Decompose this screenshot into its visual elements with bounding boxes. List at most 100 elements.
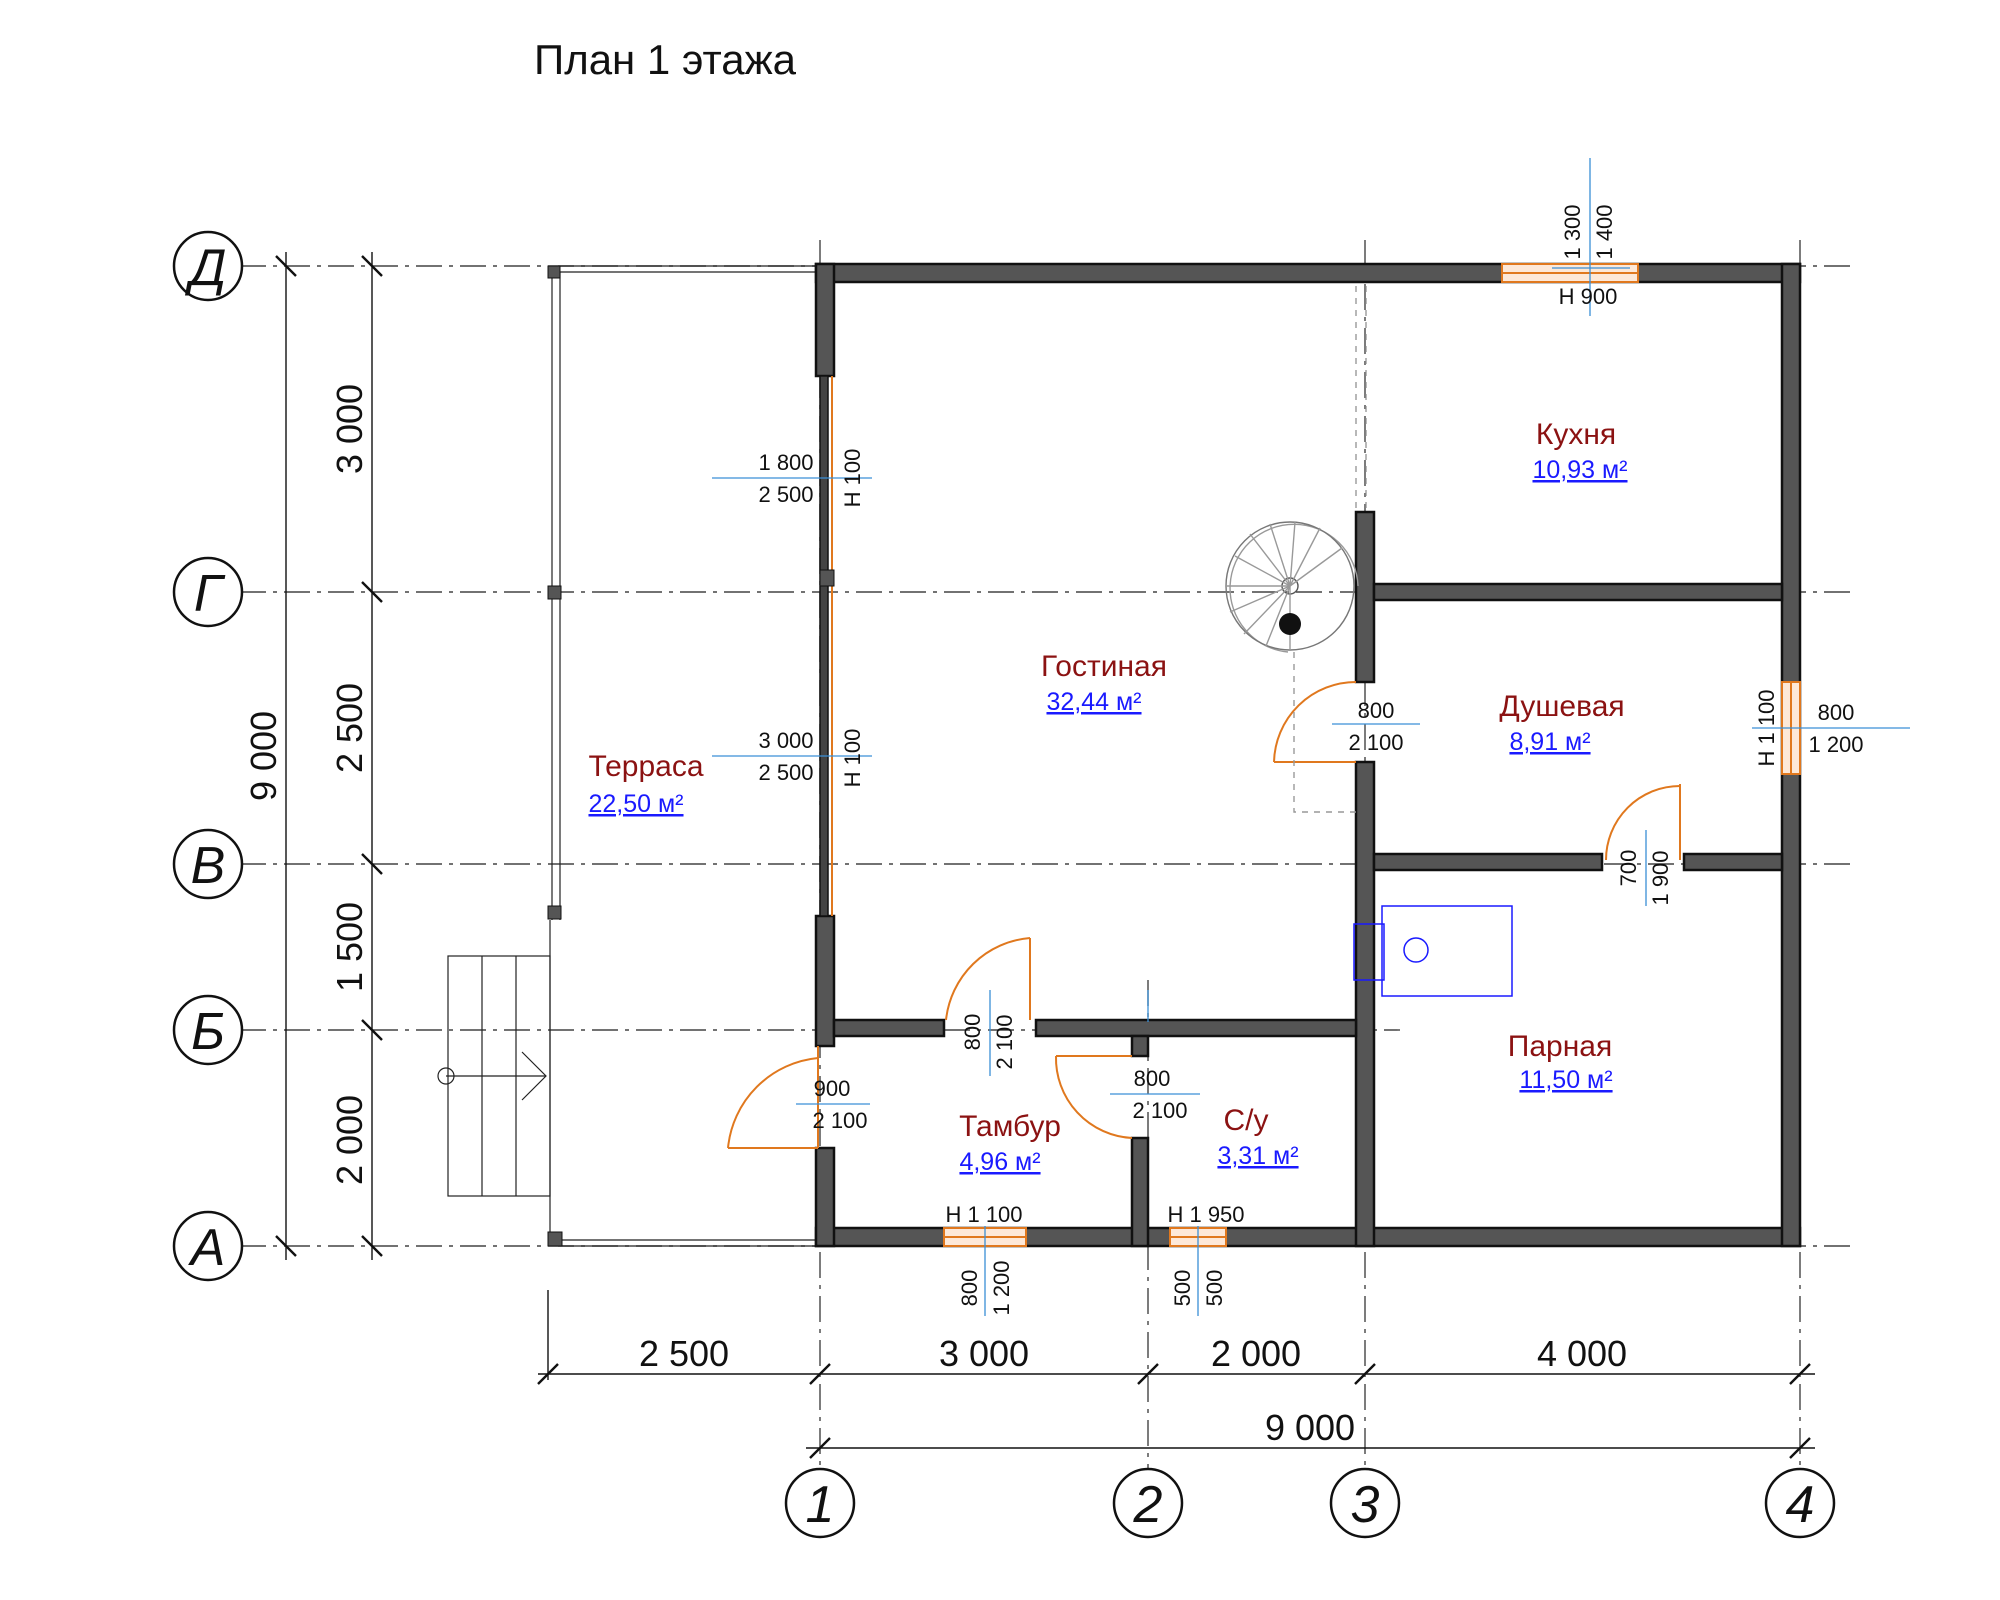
axis-marker-3: 3: [1329, 1467, 1401, 1539]
room-area: 8,91 м²: [1509, 728, 1590, 756]
door-entry: [727, 1046, 819, 1149]
room-name: С/у: [1224, 1104, 1269, 1137]
room-area: 3,31 м²: [1217, 1142, 1298, 1170]
room-name: Парная: [1508, 1030, 1612, 1063]
dim-left-total: 9 000: [243, 711, 284, 801]
axis-marker-4: 4: [1764, 1467, 1836, 1539]
annot-glass-top: 1 800 2 500 Н 100: [712, 449, 872, 507]
svg-text:800: 800: [1134, 1066, 1171, 1091]
svg-text:Г: Г: [194, 565, 226, 623]
terrace-outline: [437, 265, 820, 1247]
bottom-dimensions: 2 500 3 000 2 000 4 000 9 000: [537, 1290, 1815, 1459]
svg-text:3 000: 3 000: [758, 728, 813, 753]
svg-text:500: 500: [1170, 1270, 1195, 1307]
svg-text:800: 800: [957, 1270, 982, 1307]
svg-text:1: 1: [806, 1476, 835, 1534]
svg-text:Б: Б: [191, 1003, 225, 1061]
axis-marker-Б: Б: [172, 994, 244, 1066]
room-terrace: Терраса 22,50 м²: [588, 750, 703, 818]
axis-marker-В: В: [172, 828, 244, 900]
room-wc: С/у 3,31 м²: [1217, 1104, 1298, 1170]
annot-door-entry: 900 2 100: [796, 1076, 870, 1133]
svg-text:2 500: 2 500: [758, 482, 813, 507]
room-name: Терраса: [588, 750, 703, 783]
svg-text:Н 1 100: Н 1 100: [945, 1202, 1022, 1227]
left-dimensions: 3 000 2 500 1 500 2 000 9 000: [243, 252, 383, 1260]
svg-text:Н 100: Н 100: [840, 729, 865, 788]
annot-window-tambur: Н 1 100 800 1 200: [945, 1202, 1023, 1316]
exterior-walls: [814, 262, 1802, 1248]
room-steam: Парная 11,50 м²: [1508, 1030, 1613, 1094]
svg-text:3: 3: [1351, 1476, 1380, 1534]
svg-text:900: 900: [814, 1076, 851, 1101]
svg-text:Н 900: Н 900: [1559, 284, 1618, 309]
room-shower: Душевая 8,91 м²: [1499, 690, 1624, 756]
svg-text:500: 500: [1202, 1270, 1227, 1307]
svg-text:2 500: 2 500: [758, 760, 813, 785]
svg-text:Д: Д: [185, 239, 227, 297]
room-area: 10,93 м²: [1532, 456, 1627, 484]
svg-text:4: 4: [1786, 1476, 1815, 1534]
room-name: Душевая: [1499, 690, 1624, 723]
svg-text:2 100: 2 100: [812, 1108, 867, 1133]
svg-text:800: 800: [960, 1014, 985, 1051]
svg-text:2 100: 2 100: [1348, 730, 1403, 755]
annot-door-living-shower: 800 2 100: [1332, 698, 1420, 755]
svg-text:1 300: 1 300: [1560, 204, 1585, 259]
svg-text:700: 700: [1616, 850, 1641, 887]
svg-text:800: 800: [1818, 700, 1855, 725]
window-kitchen: [1501, 263, 1639, 283]
sauna-stove: [1353, 905, 1513, 997]
room-tambur: Тамбур 4,96 м²: [959, 1110, 1061, 1176]
dim-left-4: 2 000: [329, 1095, 370, 1185]
svg-text:Н 1 100: Н 1 100: [1754, 689, 1779, 766]
svg-text:Н 1 950: Н 1 950: [1167, 1202, 1244, 1227]
annot-window-shower: Н 1 100 800 1 200: [1752, 689, 1910, 767]
door-living-shower: [1273, 681, 1357, 763]
annot-door-tambur: 800 2 100: [960, 990, 1017, 1076]
dim-left-3: 1 500: [329, 902, 370, 992]
room-name: Кухня: [1536, 418, 1616, 451]
svg-text:1 400: 1 400: [1592, 204, 1617, 259]
room-name: Тамбур: [959, 1110, 1061, 1143]
interior-walls: [832, 510, 1784, 1248]
room-area: 22,50 м²: [588, 790, 683, 818]
dim-bottom-total: 9 000: [1265, 1407, 1355, 1448]
dim-left-1: 3 000: [329, 384, 370, 474]
axis-marker-Д: Д: [172, 230, 244, 302]
dim-bottom-4: 4 000: [1537, 1333, 1627, 1374]
axis-marker-2: 2: [1112, 1467, 1184, 1539]
svg-text:А: А: [188, 1219, 226, 1277]
dim-bottom-3: 2 000: [1211, 1333, 1301, 1374]
room-area: 4,96 м²: [959, 1148, 1040, 1176]
svg-text:1 200: 1 200: [1808, 732, 1863, 757]
svg-text:1 200: 1 200: [989, 1260, 1014, 1315]
plan-title: План 1 этажа: [534, 36, 797, 83]
dim-bottom-2: 3 000: [939, 1333, 1029, 1374]
glazed-wall: [819, 375, 835, 917]
annot-glass-mid: 3 000 2 500 Н 100: [712, 728, 872, 787]
svg-text:В: В: [191, 837, 226, 895]
room-kitchen: Кухня 10,93 м²: [1532, 418, 1627, 484]
svg-text:2: 2: [1133, 1476, 1163, 1534]
svg-text:2 100: 2 100: [1132, 1098, 1187, 1123]
door-steam: [1605, 784, 1681, 861]
room-name: Гостиная: [1041, 650, 1167, 683]
annot-top-window: 1 300 1 400 Н 900: [1552, 158, 1630, 316]
door-tambur-living: [945, 937, 1031, 1021]
dim-bottom-1: 2 500: [639, 1333, 729, 1374]
svg-text:1 900: 1 900: [1648, 850, 1673, 905]
axis-marker-Г: Г: [172, 556, 244, 628]
axis-marker-А: А: [172, 1210, 244, 1282]
axis-marker-1: 1: [784, 1467, 856, 1539]
annot-window-wc: Н 1 950 500 500: [1167, 1202, 1245, 1316]
room-area: 32,44 м²: [1046, 688, 1141, 716]
room-living: Гостиная 32,44 м²: [1041, 650, 1167, 716]
svg-text:2 100: 2 100: [992, 1014, 1017, 1069]
door-wc: [1054, 1055, 1133, 1139]
svg-text:1 800: 1 800: [758, 450, 813, 475]
spiral-stair: [1225, 286, 1367, 813]
dim-left-2: 2 500: [329, 683, 370, 773]
room-area: 11,50 м²: [1519, 1066, 1612, 1094]
